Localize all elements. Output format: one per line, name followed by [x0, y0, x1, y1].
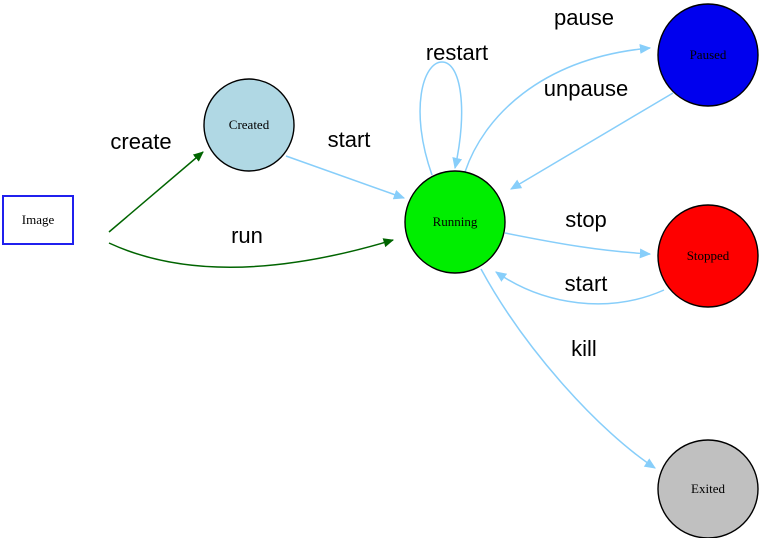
edge-run[interactable] [108, 238, 395, 269]
edge-path-create [108, 151, 204, 233]
edge-hitarea-create[interactable] [109, 152, 203, 232]
edge-restart[interactable] [419, 61, 463, 176]
node-shape-image[interactable] [2, 195, 74, 245]
node-shape-paused[interactable] [657, 3, 759, 107]
edge-path-pause [464, 43, 652, 173]
node-shape-running[interactable] [404, 170, 506, 274]
node-paused[interactable]: Paused [657, 3, 759, 107]
node-shape-exited[interactable] [657, 439, 759, 538]
edge-path-stop [504, 232, 652, 259]
edge-create[interactable] [108, 151, 204, 233]
edge-hitarea-unpause[interactable] [511, 93, 673, 189]
edge-path-unpause [510, 92, 674, 190]
edge-label-kill: kill [571, 336, 597, 361]
edge-stop[interactable] [504, 232, 652, 259]
edge-hitarea-restart[interactable] [420, 62, 462, 175]
edge-kill[interactable] [480, 268, 656, 469]
node-shape-stopped[interactable] [657, 204, 759, 308]
edge-hitarea-start-created[interactable] [286, 156, 404, 198]
edges-layer [108, 43, 674, 469]
node-created[interactable]: Created [203, 78, 295, 172]
edge-path-restart [419, 61, 463, 176]
node-exited[interactable]: Exited [657, 439, 759, 538]
edge-unpause[interactable] [510, 92, 674, 190]
edge-start-created[interactable] [285, 155, 406, 200]
edge-label-create: create [110, 129, 171, 154]
edge-label-start-stopped: start [565, 271, 608, 296]
edge-pause[interactable] [464, 43, 652, 173]
edge-start-stopped[interactable] [495, 271, 665, 305]
edge-label-pause: pause [554, 5, 614, 30]
node-stopped[interactable]: Stopped [657, 204, 759, 308]
edge-hitarea-run[interactable] [109, 240, 393, 267]
edge-path-start-created [285, 155, 406, 200]
edge-hitarea-stop[interactable] [505, 233, 650, 254]
edge-path-run [108, 238, 395, 269]
node-running[interactable]: Running [404, 170, 506, 274]
node-image[interactable]: Image [2, 195, 74, 245]
edge-label-stop: stop [565, 207, 607, 232]
edge-label-run: run [231, 223, 263, 248]
node-shape-created[interactable] [203, 78, 295, 172]
edge-label-start-created: start [328, 127, 371, 152]
edge-hitarea-start-stopped[interactable] [496, 272, 664, 304]
edge-path-kill [480, 268, 656, 469]
edge-path-start-stopped [495, 271, 665, 305]
